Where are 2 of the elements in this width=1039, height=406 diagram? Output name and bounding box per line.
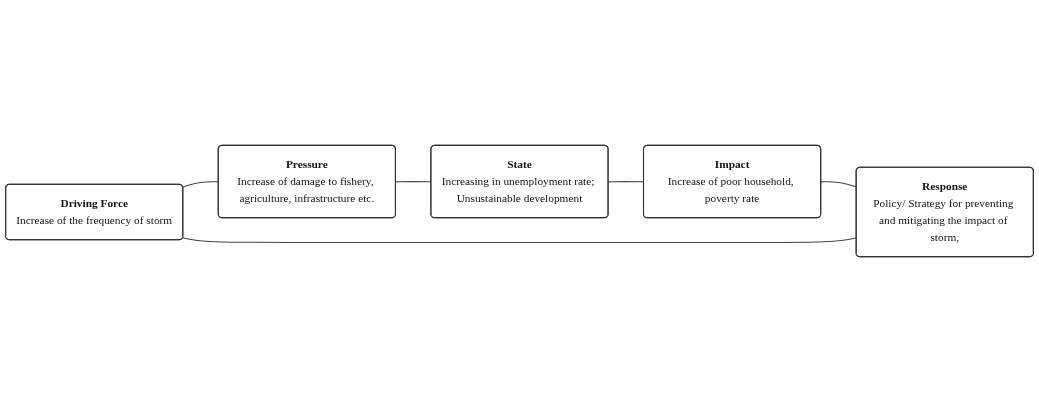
connector xyxy=(820,181,857,188)
connector xyxy=(182,237,857,243)
